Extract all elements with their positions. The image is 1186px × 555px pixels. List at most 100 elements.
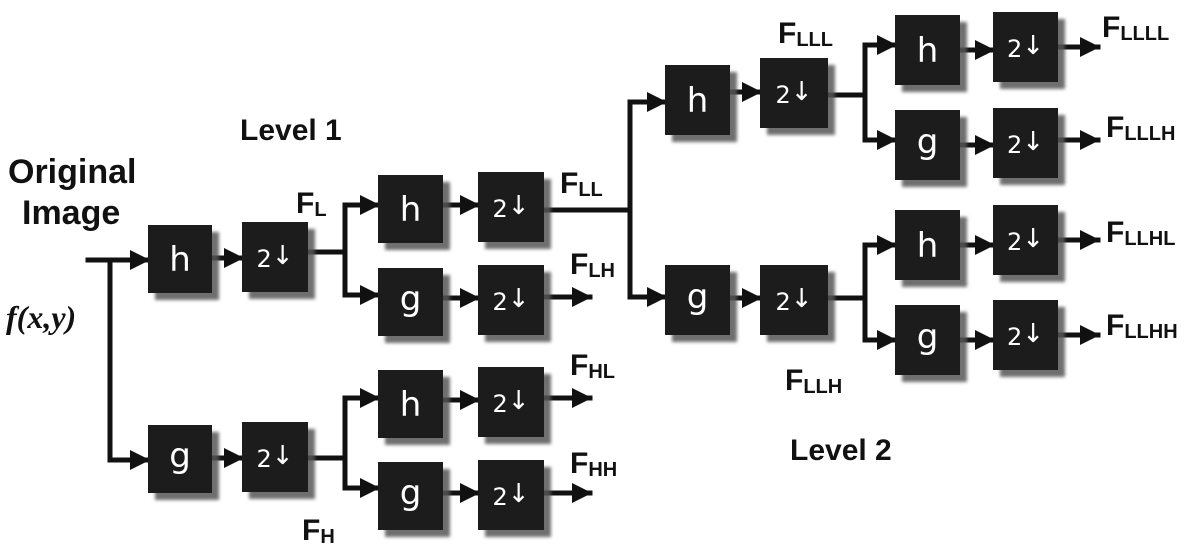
- filter-g-lh-box: [378, 268, 443, 336]
- downsample-factor: 2: [492, 195, 507, 223]
- downsample-hh-box: [478, 460, 544, 530]
- filter-g-lllh-block: g: [895, 110, 960, 180]
- downsample-lllh-box: [993, 108, 1058, 178]
- downsample-lh-label: 2↓: [492, 284, 529, 316]
- filter-h-ll-box: [378, 175, 443, 243]
- downsample-hh-block: 2↓: [478, 460, 544, 530]
- downsample-factor: 2: [1007, 228, 1022, 256]
- filter-h-ll-label: h: [400, 190, 422, 230]
- filter-g-hh-label: g: [400, 473, 422, 513]
- down-arrow-icon: ↓: [1022, 127, 1044, 157]
- down-arrow-icon: ↓: [791, 284, 813, 314]
- downsample-lll-block: 2↓: [760, 58, 828, 128]
- down-arrow-icon: ↓: [1022, 319, 1044, 349]
- down-arrow-icon: ↓: [508, 191, 530, 221]
- filter-h-level1-block: h: [148, 225, 212, 293]
- level-1-label: Level 1: [240, 114, 342, 147]
- downsample-llll-block: 2↓: [993, 12, 1058, 82]
- downsample-lll-label: 2↓: [775, 77, 812, 109]
- downsample-factor: 2: [492, 483, 507, 511]
- filter-g-llh-label: g: [687, 277, 709, 317]
- filter-g-lh-block: g: [378, 268, 443, 336]
- downsample-llhh-box: [993, 300, 1058, 370]
- downsample-factor: 2: [492, 390, 507, 418]
- filter-g-level1-block: g: [148, 425, 212, 493]
- fll-split-wire: [541, 99, 633, 300]
- filter-g-lllh-box: [895, 110, 960, 180]
- downsample-h-block: 2↓: [242, 422, 308, 492]
- downsample-ll-label: 2↓: [492, 191, 529, 223]
- down-arrow-icon: ↓: [1022, 31, 1044, 61]
- downsample-ll-box: [478, 172, 544, 242]
- downsample-l-box: [242, 222, 308, 292]
- output-label-fllhh: FLLHH: [1106, 309, 1178, 343]
- output-label-fllhl: FLLHL: [1106, 216, 1175, 250]
- downsample-llhl-box: [993, 205, 1058, 275]
- output-label-fllll: FLLLL: [1102, 11, 1169, 45]
- down-arrow-icon: ↓: [791, 77, 813, 107]
- downsample-lh-box: [478, 265, 544, 335]
- down-arrow-icon: ↓: [1022, 224, 1044, 254]
- output-label-flllh: FLLLH: [1106, 111, 1175, 145]
- filter-h-lll-box: [665, 65, 730, 135]
- downsample-l-block: 2↓: [242, 222, 308, 292]
- filter-h-llhl-box: [895, 210, 960, 280]
- downsample-llhl-block: 2↓: [993, 205, 1058, 275]
- downsample-hl-label: 2↓: [492, 386, 529, 418]
- original-image-label: Original Image: [8, 153, 136, 232]
- filter-h-ll-block: h: [378, 175, 443, 243]
- filter-g-llhh-label: g: [917, 317, 939, 357]
- down-arrow-icon: ↓: [508, 284, 530, 314]
- downsample-llll-box: [993, 12, 1058, 82]
- filter-h-lll-label: h: [687, 81, 709, 121]
- output-label-fll: FLL: [560, 167, 603, 201]
- image-label: Image: [22, 194, 120, 232]
- downsample-factor: 2: [256, 245, 271, 273]
- filter-g-hh-box: [378, 462, 443, 530]
- downsample-h-label: 2↓: [256, 441, 293, 473]
- downsample-hl-box: [478, 367, 544, 437]
- downsample-ll-block: 2↓: [478, 172, 544, 242]
- downsample-lh-block: 2↓: [478, 265, 544, 335]
- downsample-llh-label: 2↓: [775, 284, 812, 316]
- filter-h-level1-box: [148, 225, 212, 293]
- filter-g-level1-box: [148, 425, 212, 493]
- fh-split-wire: [305, 395, 348, 491]
- filter-h-llhl-block: h: [895, 210, 960, 280]
- downsample-hl-block: 2↓: [478, 367, 544, 437]
- downsample-llh-block: 2↓: [760, 265, 828, 335]
- downsample-factor: 2: [256, 445, 271, 473]
- level-2-label: Level 2: [790, 434, 892, 467]
- output-label-flh: FLH: [570, 248, 615, 282]
- downsample-lllh-block: 2↓: [993, 108, 1058, 178]
- downsample-lll-box: [760, 58, 828, 128]
- down-arrow-icon: ↓: [508, 479, 530, 509]
- downsample-h-box: [242, 422, 308, 492]
- filter-g-llhh-block: g: [895, 305, 960, 375]
- connection-wires: [85, 35, 1101, 503]
- downsample-llhl-label: 2↓: [1007, 224, 1044, 256]
- down-arrow-icon: ↓: [272, 441, 294, 471]
- filter-h-hl-box: [378, 370, 443, 438]
- filter-g-lllh-label: g: [917, 122, 939, 162]
- filter-g-llhh-box: [895, 305, 960, 375]
- fllh-split-wire: [825, 242, 868, 343]
- filter-h-llll-box: [895, 15, 960, 85]
- output-labels: FLFHFLLFLHFHLFHHFLLLFLLHFLLLLFLLLHFLLHLF…: [296, 11, 1178, 548]
- flll-split-wire: [825, 42, 868, 143]
- filter-h-hl-label: h: [400, 385, 422, 425]
- filter-g-llh-block: g: [665, 265, 730, 335]
- filter-g-level1-label: g: [169, 436, 191, 476]
- output-label-fh: FH: [302, 514, 335, 548]
- downsample-factor: 2: [492, 288, 507, 316]
- fl-split-wire: [305, 202, 348, 298]
- filter-g-lh-label: g: [400, 279, 422, 319]
- filter-h-level1-label: h: [169, 240, 191, 280]
- original-label: Original: [8, 153, 136, 191]
- filter-h-llll-label: h: [917, 31, 939, 71]
- output-label-fhl: FHL: [570, 349, 615, 383]
- downsample-factor: 2: [1007, 323, 1022, 351]
- downsample-llhh-block: 2↓: [993, 300, 1058, 370]
- downsample-lllh-label: 2↓: [1007, 127, 1044, 159]
